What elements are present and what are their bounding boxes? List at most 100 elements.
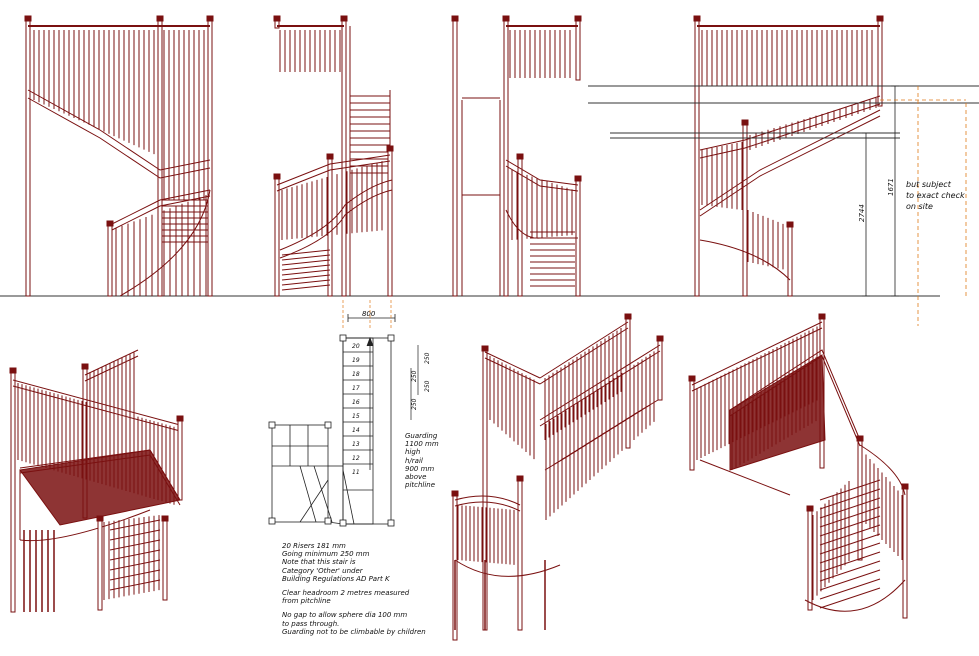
subject-note-line-3: on site bbox=[906, 202, 933, 211]
handrail bbox=[454, 501, 521, 512]
handrail bbox=[484, 357, 541, 385]
handrail bbox=[109, 189, 211, 226]
string bbox=[699, 109, 881, 211]
guarding-line: above bbox=[405, 473, 427, 482]
tread bbox=[281, 274, 331, 281]
newel-post bbox=[902, 487, 908, 619]
string bbox=[27, 89, 211, 171]
guarding-note: Guarding 1100 mm high h/rail 900 mm abov… bbox=[405, 432, 439, 489]
tread bbox=[109, 549, 161, 561]
tread bbox=[109, 529, 161, 541]
spec-line: Note that this stair is bbox=[282, 558, 356, 567]
isometric-view-2 bbox=[451, 313, 664, 641]
tread bbox=[281, 254, 331, 261]
tread-number: 13 bbox=[352, 441, 360, 448]
string bbox=[279, 189, 393, 259]
width-dimension bbox=[347, 314, 396, 322]
newel-post bbox=[162, 519, 168, 601]
handrail bbox=[19, 454, 181, 506]
tread bbox=[632, 399, 659, 416]
handrail bbox=[276, 160, 391, 192]
post-cap bbox=[326, 153, 334, 160]
guarding-line: 900 mm bbox=[405, 464, 435, 473]
guarding-line: 1100 mm bbox=[405, 440, 439, 449]
tread bbox=[109, 539, 161, 551]
tread-number: 15 bbox=[352, 413, 360, 420]
newel-post bbox=[694, 19, 700, 297]
post-cap bbox=[806, 505, 814, 512]
handrail bbox=[19, 449, 181, 501]
post-cap bbox=[516, 475, 524, 482]
post-cap bbox=[656, 335, 664, 342]
newel-post bbox=[517, 479, 523, 631]
string bbox=[454, 559, 561, 577]
specification-note: 20 Risers 181 mm Going minimum 250 mm No… bbox=[282, 542, 426, 636]
floor-lines bbox=[588, 85, 979, 139]
subject-note-line-1: but subject bbox=[906, 180, 952, 189]
post-cap bbox=[574, 15, 582, 22]
guarding-line: h/rail bbox=[405, 456, 423, 465]
post-cap bbox=[96, 515, 104, 522]
balcony-guard bbox=[19, 449, 181, 526]
tread bbox=[281, 249, 331, 256]
newel-post bbox=[503, 19, 509, 297]
post-cap bbox=[156, 15, 164, 22]
handrail bbox=[539, 344, 661, 421]
post-cap bbox=[81, 363, 89, 370]
post-cap bbox=[876, 15, 884, 22]
string bbox=[279, 179, 393, 251]
post-cap bbox=[818, 313, 826, 320]
post-cap bbox=[273, 173, 281, 180]
tread bbox=[819, 524, 881, 546]
width-dimension-text: 800 bbox=[362, 310, 376, 318]
handrail bbox=[859, 444, 906, 496]
post-cap bbox=[9, 367, 17, 374]
tread bbox=[819, 587, 881, 609]
newel-post bbox=[689, 379, 695, 471]
tread bbox=[819, 479, 881, 501]
handrail bbox=[539, 350, 661, 427]
newel-post bbox=[387, 149, 393, 297]
guarding-line: pitchline bbox=[405, 481, 436, 490]
handrail bbox=[12, 379, 181, 426]
newel-post bbox=[452, 19, 458, 297]
tread-number: 20 bbox=[352, 343, 360, 350]
handrail bbox=[691, 321, 823, 386]
newel-post bbox=[25, 19, 31, 297]
string bbox=[699, 239, 791, 281]
elevation-view-4 bbox=[693, 15, 884, 297]
height-dimensions bbox=[862, 85, 899, 297]
string bbox=[27, 97, 211, 179]
newel-post bbox=[657, 339, 663, 401]
handrail bbox=[505, 159, 579, 186]
newel-post bbox=[877, 19, 883, 107]
going-dimensions bbox=[410, 345, 419, 420]
spec-line: No gap to allow sphere dia 100 mm bbox=[282, 611, 408, 620]
tread-number: 11 bbox=[352, 469, 360, 476]
post-cap bbox=[574, 175, 582, 182]
newel-post bbox=[625, 317, 631, 449]
tread-number: 17 bbox=[352, 385, 360, 392]
spec-line: Guarding not to be climbable by children bbox=[282, 627, 426, 636]
rise-dimension-a: 2744 bbox=[858, 204, 866, 222]
newel-post bbox=[97, 519, 103, 611]
elevation-view-3 bbox=[451, 15, 582, 297]
rise-dimension-b: 1671 bbox=[887, 178, 895, 196]
isometric-view-3 bbox=[688, 313, 909, 619]
post-cap bbox=[273, 15, 281, 22]
balcony-guard bbox=[729, 354, 826, 471]
newel-post bbox=[742, 123, 748, 297]
tread bbox=[819, 569, 881, 591]
newel-post bbox=[575, 19, 581, 81]
tread-number: 14 bbox=[352, 427, 360, 434]
tread-number: 19 bbox=[352, 357, 360, 364]
post-cap bbox=[340, 15, 348, 22]
going-top: 250 bbox=[424, 352, 431, 364]
elevation-view-1 bbox=[24, 15, 214, 297]
tread-number: 12 bbox=[352, 455, 360, 462]
isometric-view-1 bbox=[9, 349, 184, 613]
newel-post bbox=[107, 224, 113, 297]
handrail bbox=[12, 385, 181, 432]
